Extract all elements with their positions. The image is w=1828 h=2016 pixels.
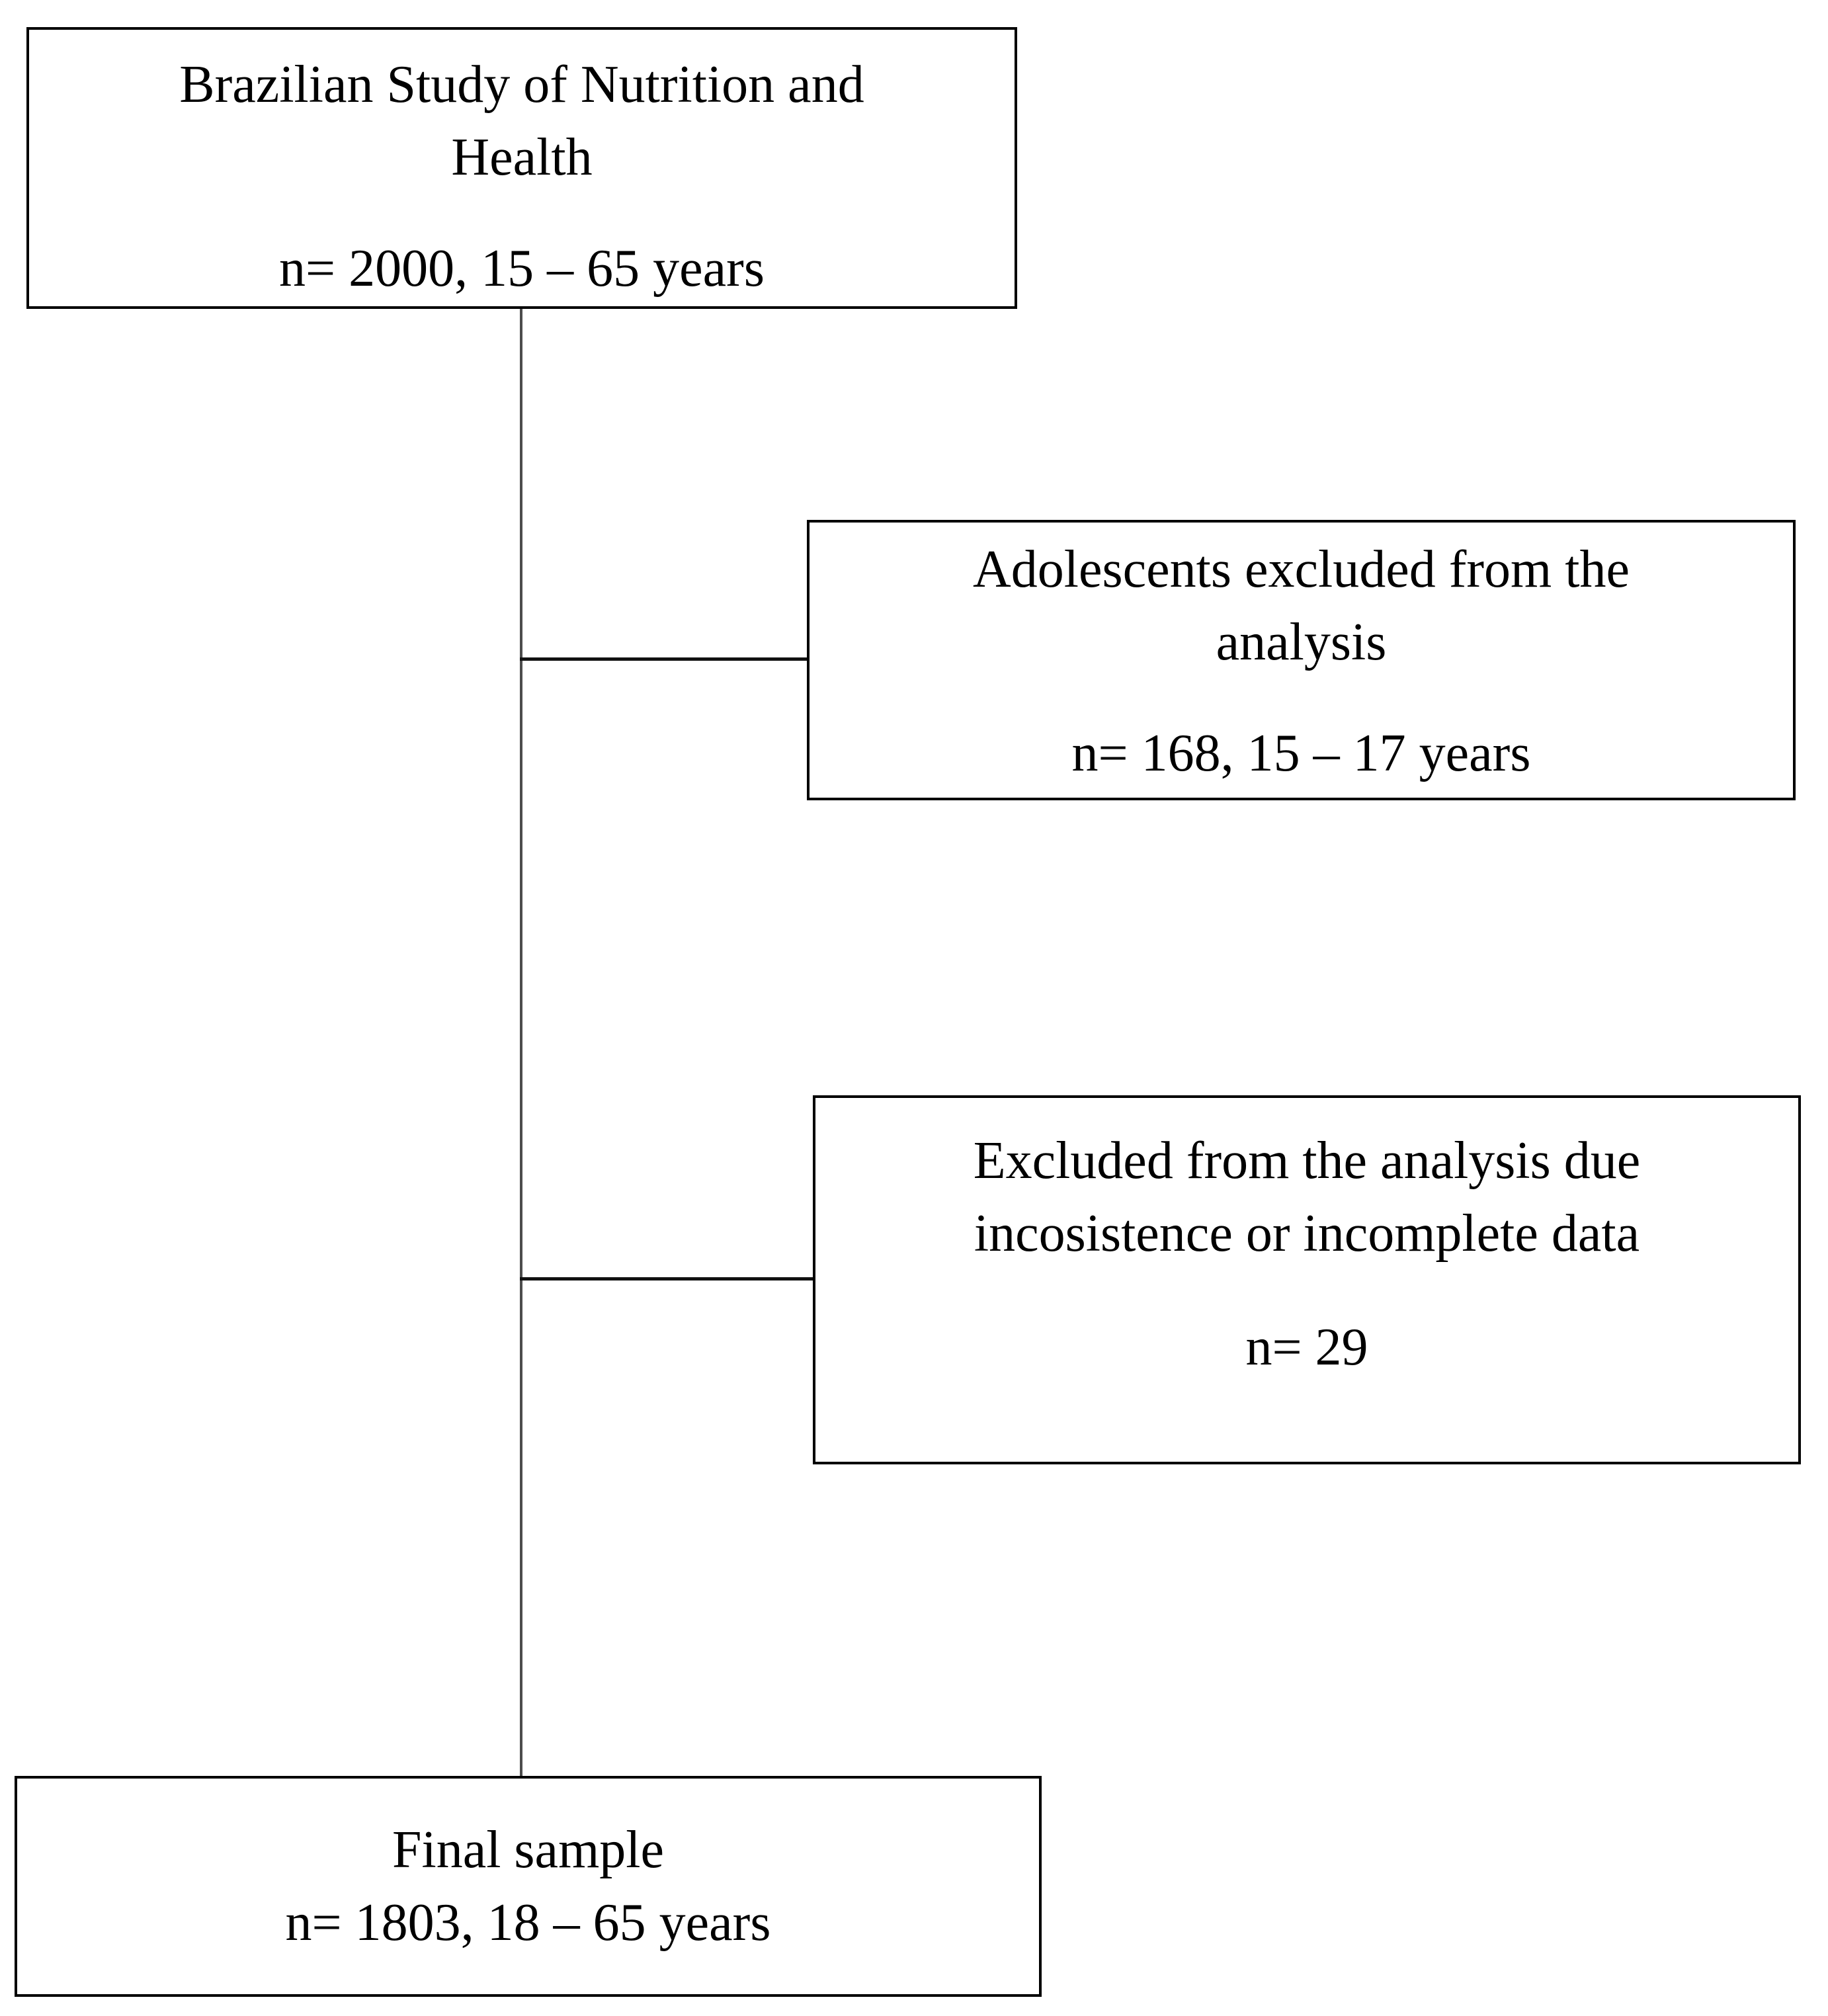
box-title-line: Brazilian Study of Nutrition and: [179, 56, 864, 114]
box-title-line: Adolescents excluded from the: [972, 540, 1630, 599]
box-sample-size: n= 168, 15 – 17 years: [1071, 724, 1531, 782]
box-title-line: Health: [451, 128, 593, 187]
box-title-line: analysis: [1216, 613, 1387, 671]
connector-branch-excluded-incomplete: [520, 1277, 813, 1281]
flow-box-final-sample: Final sample n= 1803, 18 – 65 years: [15, 1776, 1042, 1997]
connector-vertical-spine: [520, 309, 522, 1776]
flow-box-source-population: Brazilian Study of Nutrition and Health …: [26, 27, 1017, 309]
connector-branch-excluded-adolescents: [520, 657, 807, 661]
box-sample-size: n= 29: [1245, 1318, 1368, 1376]
box-title-line: Final sample: [392, 1821, 665, 1879]
box-sample-size: n= 1803, 18 – 65 years: [285, 1894, 771, 1952]
box-title-line: incosistence or incomplete data: [974, 1204, 1640, 1263]
flow-box-excluded-incomplete: Excluded from the analysis due incosiste…: [813, 1095, 1801, 1464]
box-title-line: Excluded from the analysis due: [973, 1132, 1641, 1190]
box-sample-size: n= 2000, 15 – 65 years: [279, 239, 765, 298]
flow-box-excluded-adolescents: Adolescents excluded from the analysis n…: [807, 520, 1796, 800]
